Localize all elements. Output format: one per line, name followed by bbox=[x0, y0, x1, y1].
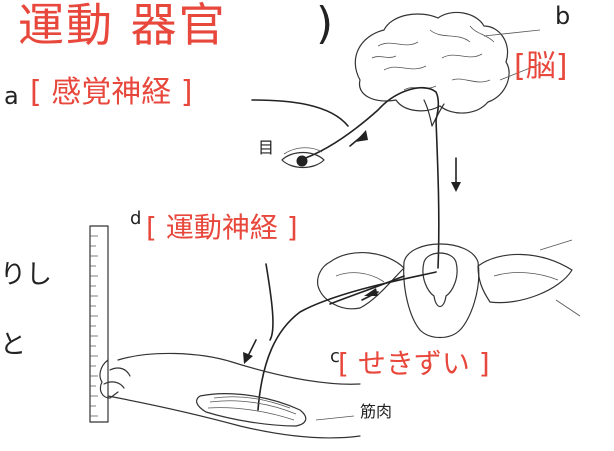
margin-note: と bbox=[0, 332, 26, 358]
motor-nerve-path bbox=[258, 272, 436, 410]
label-b-answer: [脳] bbox=[514, 52, 567, 82]
ruler-drawing bbox=[90, 226, 108, 422]
page-title: 運動 器官 bbox=[18, 2, 227, 48]
label-a-letter: a bbox=[4, 84, 19, 108]
eye-label: 目 bbox=[258, 140, 274, 156]
sensory-nerve-path bbox=[300, 88, 438, 160]
label-a-leader-line bbox=[252, 100, 348, 126]
label-b-letter: b bbox=[555, 4, 570, 28]
eye-drawing bbox=[282, 148, 324, 168]
label-d-answer: [ 運動神経 ] bbox=[146, 214, 298, 242]
label-c-answer: [ せきずい ] bbox=[338, 350, 490, 378]
motor-arrow-arm bbox=[243, 352, 253, 364]
margin-note: りし bbox=[0, 262, 52, 288]
arm-drawing bbox=[100, 353, 360, 437]
muscle-leader-line bbox=[316, 416, 354, 420]
label-d-leader-line bbox=[266, 264, 273, 340]
label-d-letter: d bbox=[130, 210, 141, 228]
spinal-cord-drawing bbox=[318, 240, 580, 338]
spinal-cord-link bbox=[436, 120, 439, 268]
brain-drawing bbox=[355, 12, 540, 126]
label-a-answer: [ 感覚神経 ] bbox=[30, 78, 192, 108]
muscle-label: 筋肉 bbox=[360, 404, 392, 420]
descending-arrow bbox=[451, 182, 461, 192]
title-closing-paren: ) bbox=[316, 2, 333, 46]
